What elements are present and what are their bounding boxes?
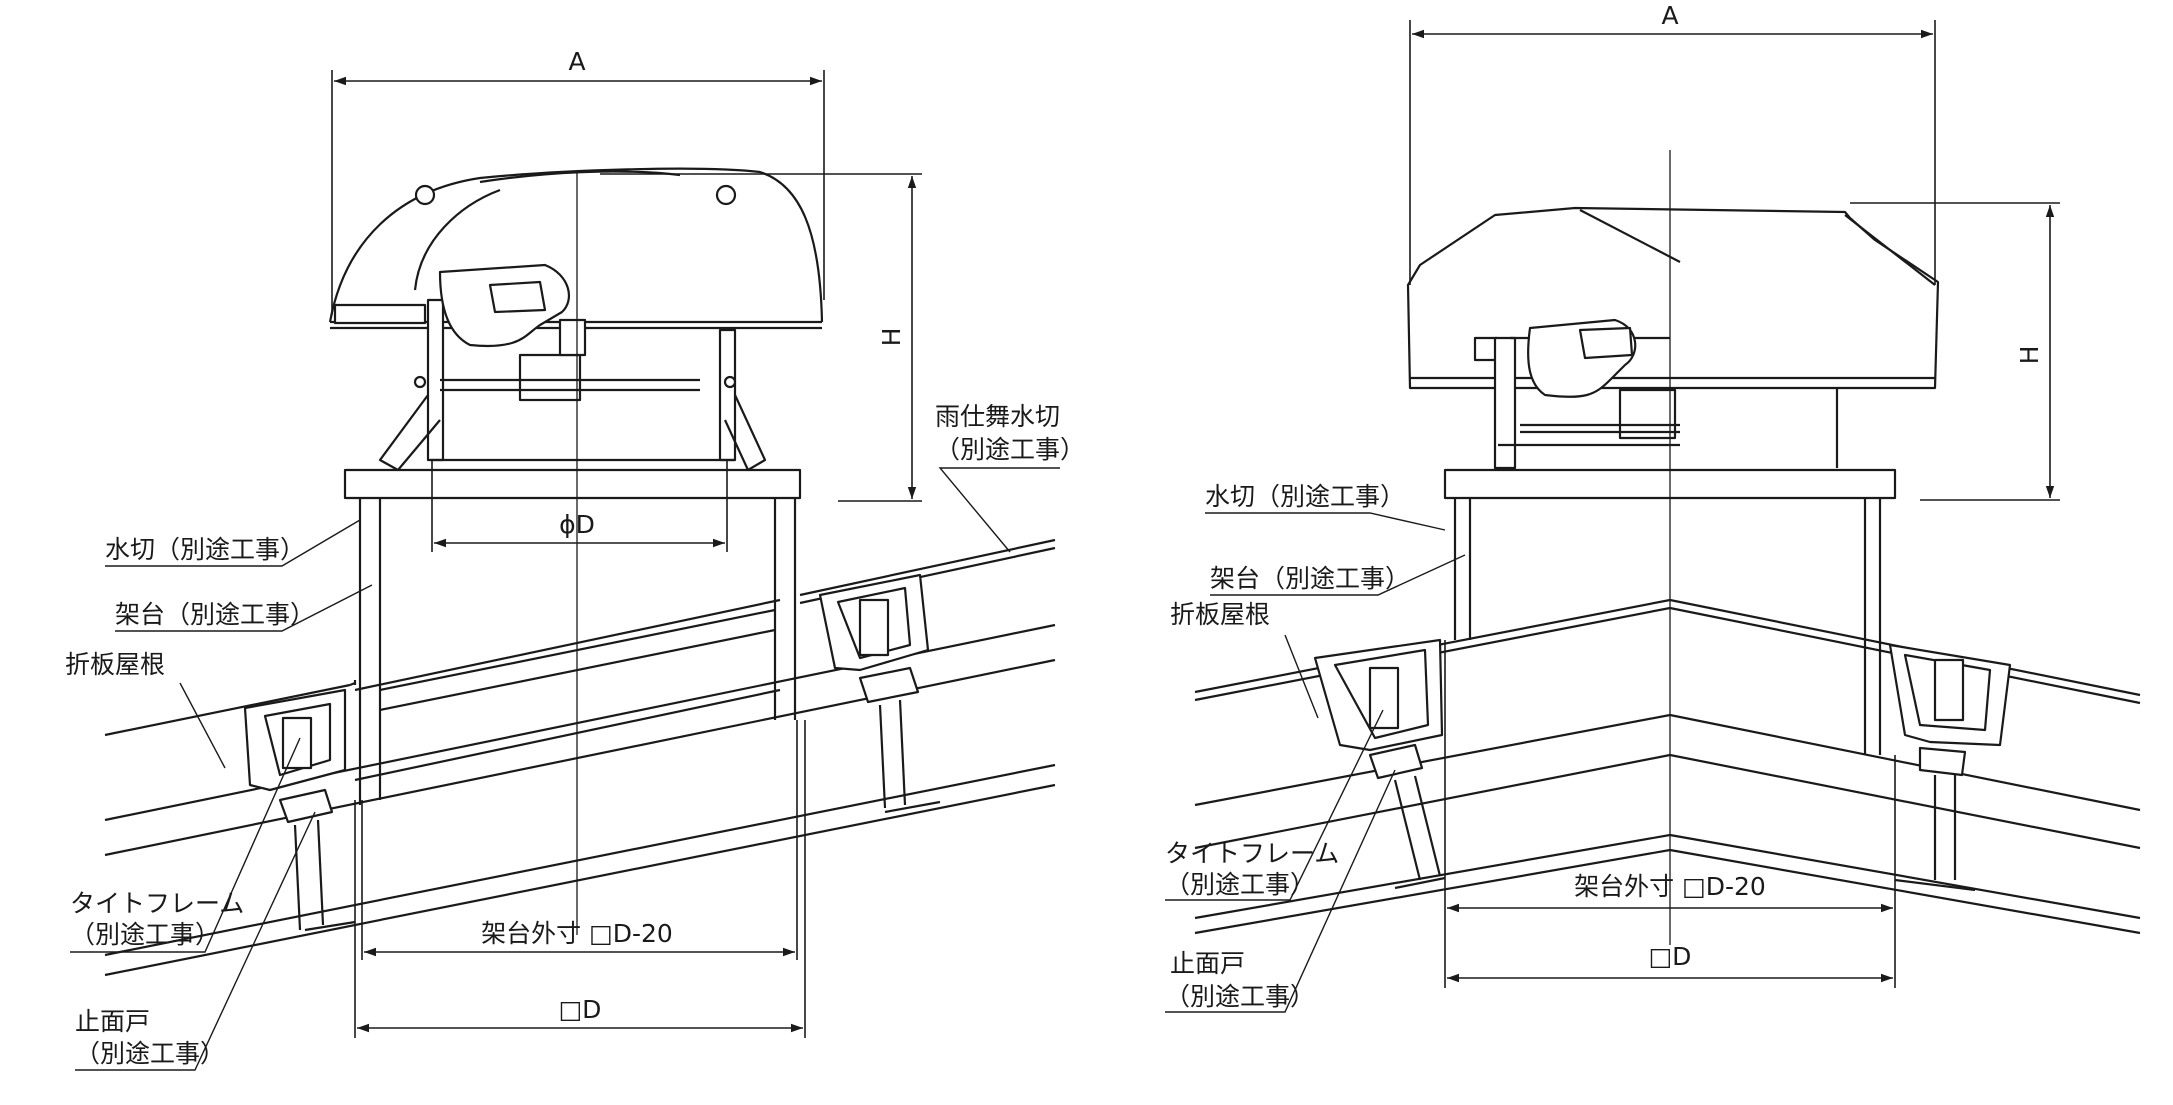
right-dim-h-label: H [2015, 346, 2044, 365]
svg-text:水切（別途工事）: 水切（別途工事） [1205, 482, 1405, 511]
svg-text:折板屋根: 折板屋根 [1170, 600, 1270, 629]
svg-text:（別途工事）: （別途工事） [1165, 870, 1315, 899]
left-dim-base: □D [354, 720, 806, 1038]
svg-text:（別途工事）: （別途工事） [75, 1039, 225, 1068]
left-dim-h: H [600, 173, 922, 502]
right-label-tight-frame: タイトフレーム （別途工事） [1165, 709, 1384, 901]
right-label-stopper: 止面戸 （別途工事） [1165, 769, 1396, 1013]
svg-text:水切（別途工事）: 水切（別途工事） [105, 535, 305, 564]
left-dim-base-label: □D [559, 995, 602, 1024]
left-label-frame: 架台（別途工事） [115, 584, 373, 632]
svg-text:タイトフレーム: タイトフレーム [70, 889, 244, 918]
left-dim-a: A [331, 47, 825, 315]
right-label-folded-roof: 折板屋根 [1170, 600, 1319, 719]
left-label-flashing: 水切（別途工事） [105, 519, 361, 567]
svg-text:（別途工事）: （別途工事） [1165, 982, 1315, 1011]
svg-text:止面戸: 止面戸 [75, 1007, 150, 1036]
right-label-flashing: 水切（別途工事） [1205, 482, 1446, 531]
svg-text:（別途工事）: （別途工事） [935, 435, 1085, 464]
right-tight-frame-2 [1888, 643, 2012, 892]
left-diagram: A H ϕD 架台外寸 □D-20 □D [65, 47, 1085, 1071]
left-fan-unit [328, 167, 824, 472]
right-dim-a: A [1409, 1, 1936, 285]
left-dim-h-label: H [877, 328, 906, 347]
left-dim-phid: ϕD [431, 460, 728, 552]
svg-text:止面戸: 止面戸 [1170, 949, 1245, 978]
left-dim-phid-label: ϕD [559, 510, 595, 539]
right-dim-frame-outer: 架台外寸 □D-20 [1444, 640, 1896, 988]
left-dim-frame-outer-label: 架台外寸 □D-20 [481, 919, 673, 948]
right-label-frame: 架台（別途工事） [1210, 554, 1466, 596]
right-dim-base-label: □D [1649, 942, 1692, 971]
svg-text:架台（別途工事）: 架台（別途工事） [115, 600, 315, 629]
svg-text:折板屋根: 折板屋根 [65, 650, 165, 679]
left-label-tight-frame: タイトフレーム （別途工事） [70, 737, 301, 953]
right-dim-base: □D [1447, 942, 1893, 983]
right-tight-frame-1 [1313, 638, 1446, 890]
svg-text:雨仕舞水切: 雨仕舞水切 [935, 402, 1060, 431]
left-label-stopper: 止面戸 （別途工事） [75, 811, 316, 1071]
left-label-folded-roof: 折板屋根 [65, 650, 226, 769]
left-dim-a-label: A [568, 47, 585, 76]
svg-text:架台（別途工事）: 架台（別途工事） [1210, 564, 1410, 593]
right-diagram: A H 架台外寸 □D-20 □D 水切（別途工事） 架台（別途工事） [1165, 1, 2141, 1013]
right-dim-frame-outer-label: 架台外寸 □D-20 [1574, 872, 1766, 901]
left-dim-frame-outer: 架台外寸 □D-20 [361, 720, 798, 960]
right-fan-unit [1406, 206, 1940, 470]
left-tight-frame-1 [243, 688, 356, 932]
svg-text:タイトフレーム: タイトフレーム [1165, 839, 1339, 868]
svg-text:（別途工事）: （別途工事） [70, 920, 220, 949]
left-tight-frame-2 [818, 573, 941, 814]
right-dim-h: H [1850, 202, 2060, 501]
left-label-rain-flashing: 雨仕舞水切 （別途工事） [935, 402, 1085, 553]
right-dim-a-label: A [1661, 1, 1678, 30]
